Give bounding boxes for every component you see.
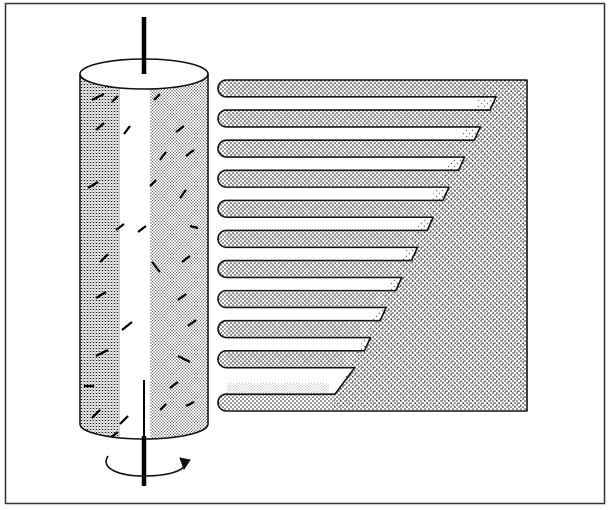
cylinder xyxy=(79,17,209,486)
fiber-dash xyxy=(187,319,197,327)
fiber-dash xyxy=(153,93,161,101)
comb-tooth xyxy=(226,382,329,396)
fiber-dash xyxy=(137,225,147,233)
fiber-dash xyxy=(111,95,119,103)
comb-tooth xyxy=(226,82,486,95)
fiber-dash xyxy=(185,149,195,157)
fiber-dash xyxy=(159,151,167,161)
fiber-dash xyxy=(175,125,185,133)
rotation-arrow xyxy=(105,455,191,477)
comb-tooth xyxy=(226,202,424,216)
fiber-dash xyxy=(181,255,191,263)
fiber-dash xyxy=(119,415,129,425)
comb-tooth xyxy=(226,322,361,336)
comb-tooth xyxy=(226,292,377,306)
comb-tooth xyxy=(226,232,408,246)
comb-tooth xyxy=(226,262,392,276)
cylinder-right-texture xyxy=(150,74,208,439)
fiber-dash xyxy=(159,403,167,411)
fiber-dash xyxy=(95,349,109,357)
comb-plate xyxy=(217,79,528,412)
fiber-dash xyxy=(87,181,99,189)
cylinder-fibers xyxy=(84,93,199,439)
fiber-dash xyxy=(95,122,105,131)
cylinder-highlight xyxy=(120,74,150,439)
fiber-dash xyxy=(95,291,107,299)
fiber-dash xyxy=(123,125,131,135)
cylinder-surface xyxy=(80,74,208,439)
comb-body-texture xyxy=(330,82,525,409)
fiber-dash xyxy=(91,409,101,419)
fiber-dash xyxy=(185,401,195,407)
comb-tooth xyxy=(226,112,471,125)
fiber-dash xyxy=(121,321,133,331)
comb-tooth xyxy=(226,172,439,186)
fiber-dash xyxy=(151,261,161,273)
comb-tooth xyxy=(226,352,345,366)
fiber-dash xyxy=(177,355,191,363)
comb-tooth xyxy=(226,142,455,156)
fiber-dash xyxy=(99,253,109,263)
fiber-dash xyxy=(179,189,187,199)
fiber-dash xyxy=(91,93,105,101)
fiber-dash xyxy=(115,223,125,231)
cylinder-left-texture xyxy=(80,74,120,439)
fiber-dash xyxy=(149,179,157,187)
fiber-dash xyxy=(169,381,179,389)
fiber-dash xyxy=(189,224,199,230)
fiber-dash xyxy=(177,293,187,301)
